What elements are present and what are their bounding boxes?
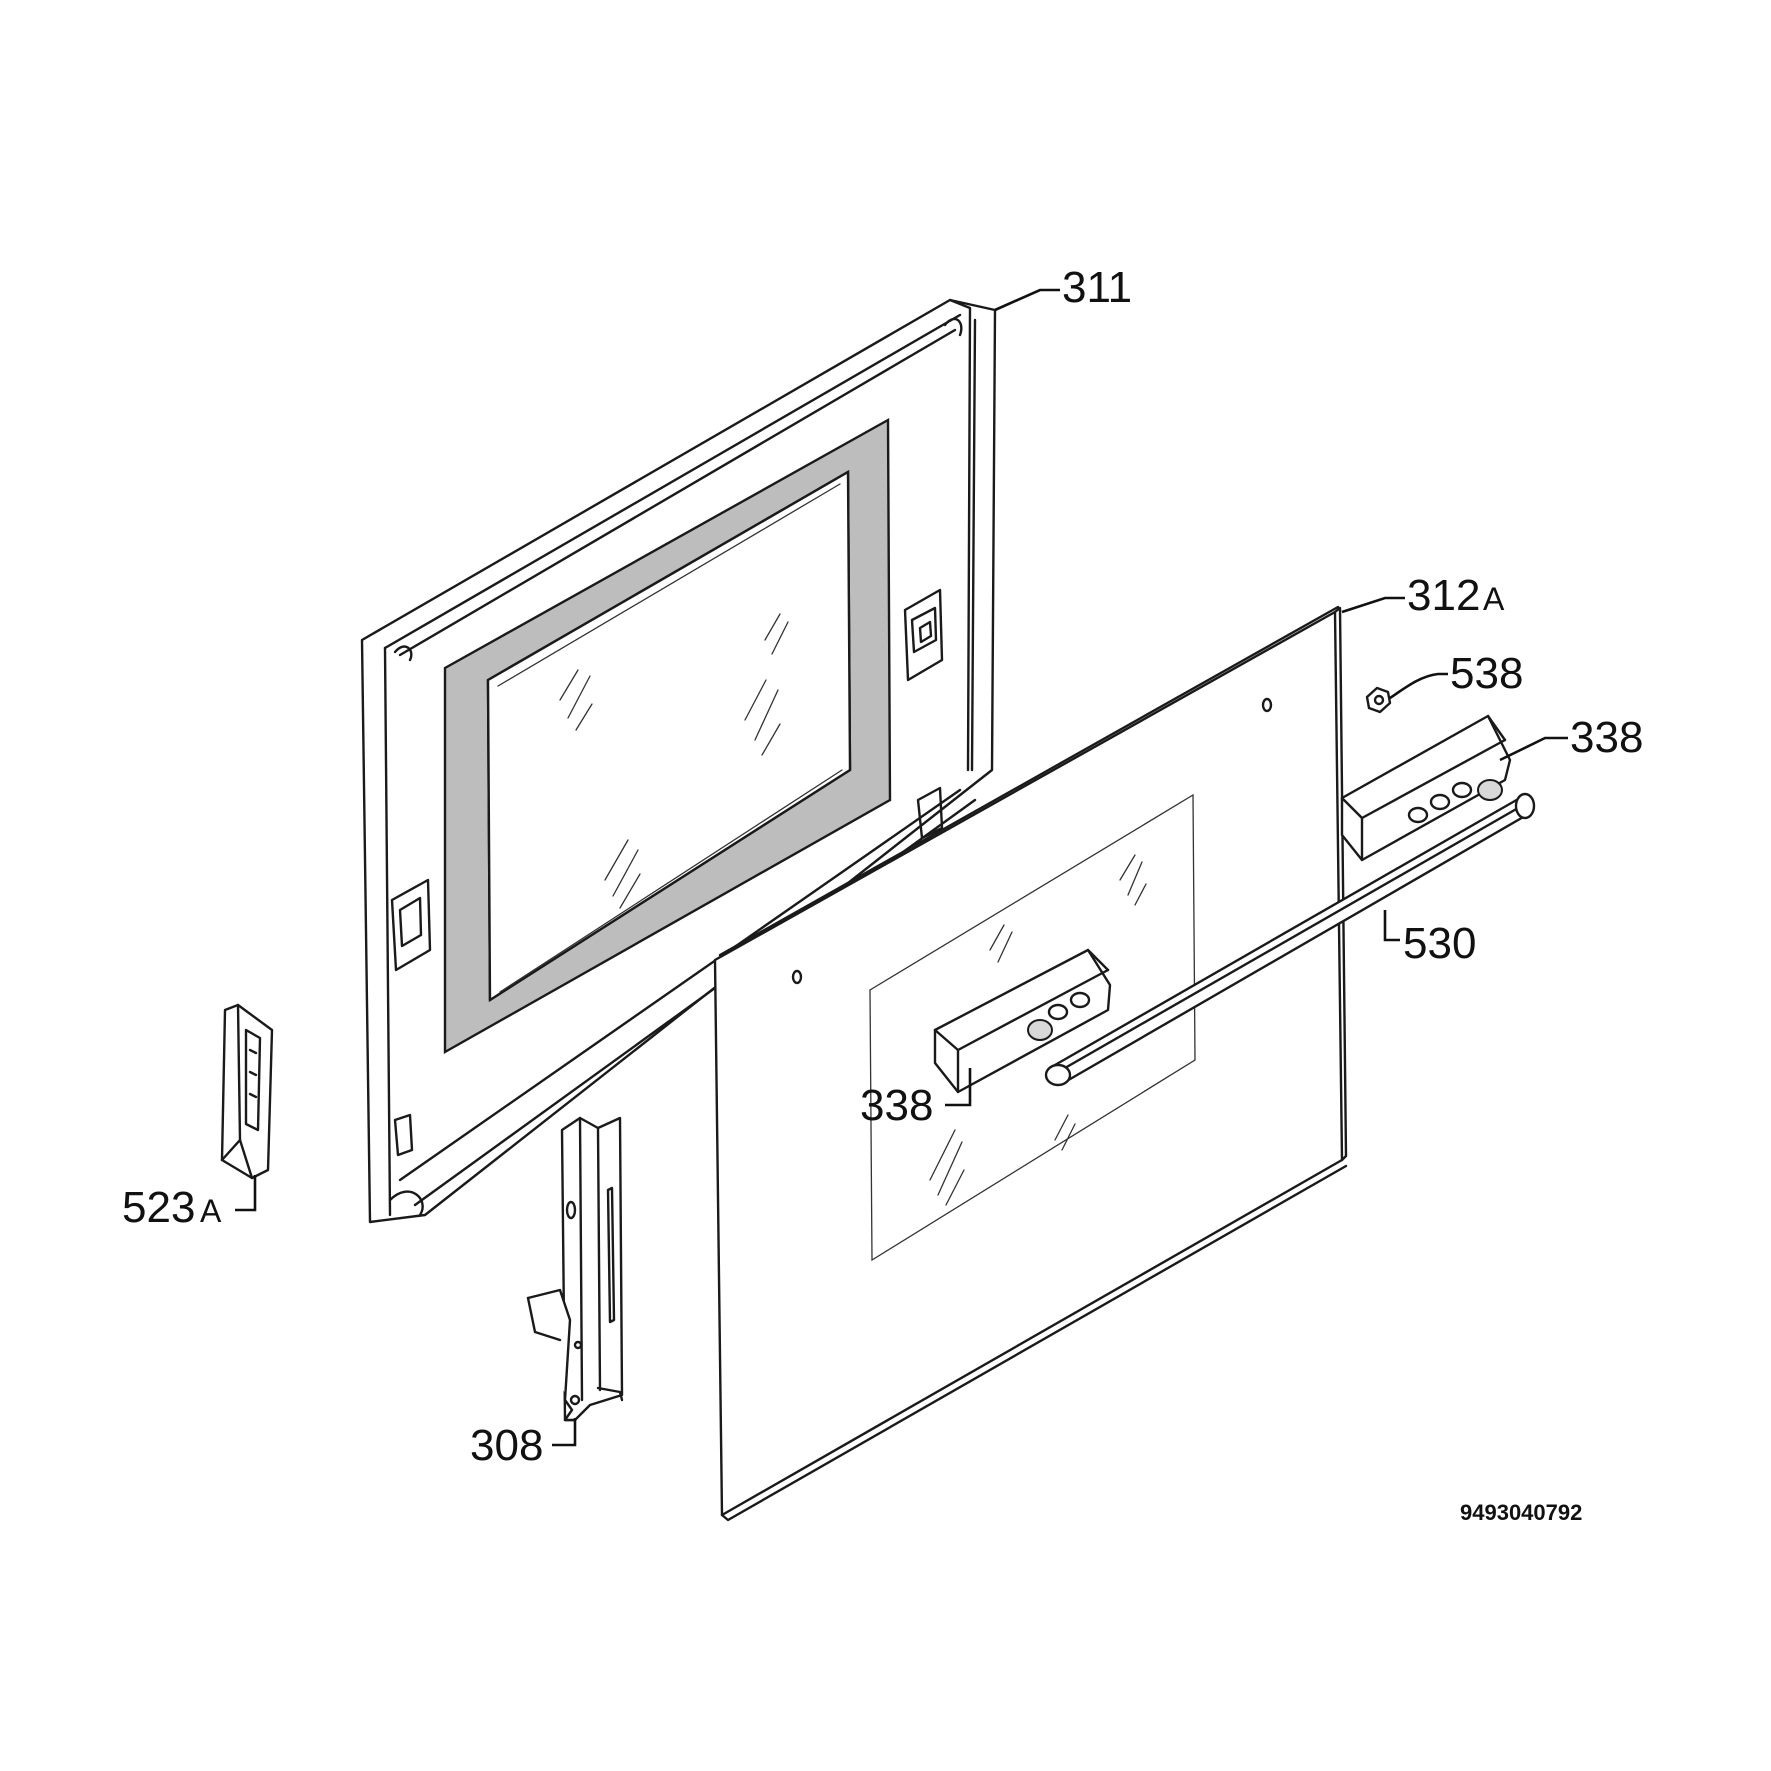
handle-endcap-338-middle[interactable] (933, 948, 1112, 1094)
label-338-upper: 338 (1570, 713, 1643, 762)
label-338-middle: 338 (860, 1081, 933, 1130)
label-311: 311 (1062, 263, 1132, 312)
diagram-reference-code: 9493040792 (1460, 1500, 1582, 1525)
label-312-suffix: A (1483, 581, 1505, 617)
callout-338-upper: 338 (1499, 713, 1643, 762)
callout-523A: 523 A (122, 1175, 257, 1232)
callout-338-middle: 338 (860, 1068, 972, 1130)
label-538: 538 (1450, 649, 1523, 698)
door-hinge-308[interactable] (526, 1116, 624, 1422)
label-523-suffix: A (200, 1193, 222, 1229)
label-308: 308 (470, 1421, 543, 1470)
callout-530: 530 (1383, 910, 1476, 968)
label-312: 312 (1407, 571, 1480, 620)
callout-312A: 312 A (1341, 571, 1505, 620)
outer-glass-panel-312A[interactable] (713, 605, 1348, 1522)
nut-538[interactable] (1365, 686, 1392, 714)
label-530: 530 (1403, 919, 1476, 968)
callout-311: 311 (994, 263, 1132, 312)
inner-door-frame-311[interactable] (360, 298, 997, 1224)
callout-308: 308 (470, 1418, 577, 1470)
door-catch-523A[interactable] (220, 1003, 274, 1180)
handle-endcap-338-upper[interactable] (1340, 714, 1512, 862)
callout-538: 538 (1389, 649, 1523, 700)
label-523: 523 (122, 1183, 195, 1232)
handle-bar-530[interactable] (1044, 792, 1536, 1087)
